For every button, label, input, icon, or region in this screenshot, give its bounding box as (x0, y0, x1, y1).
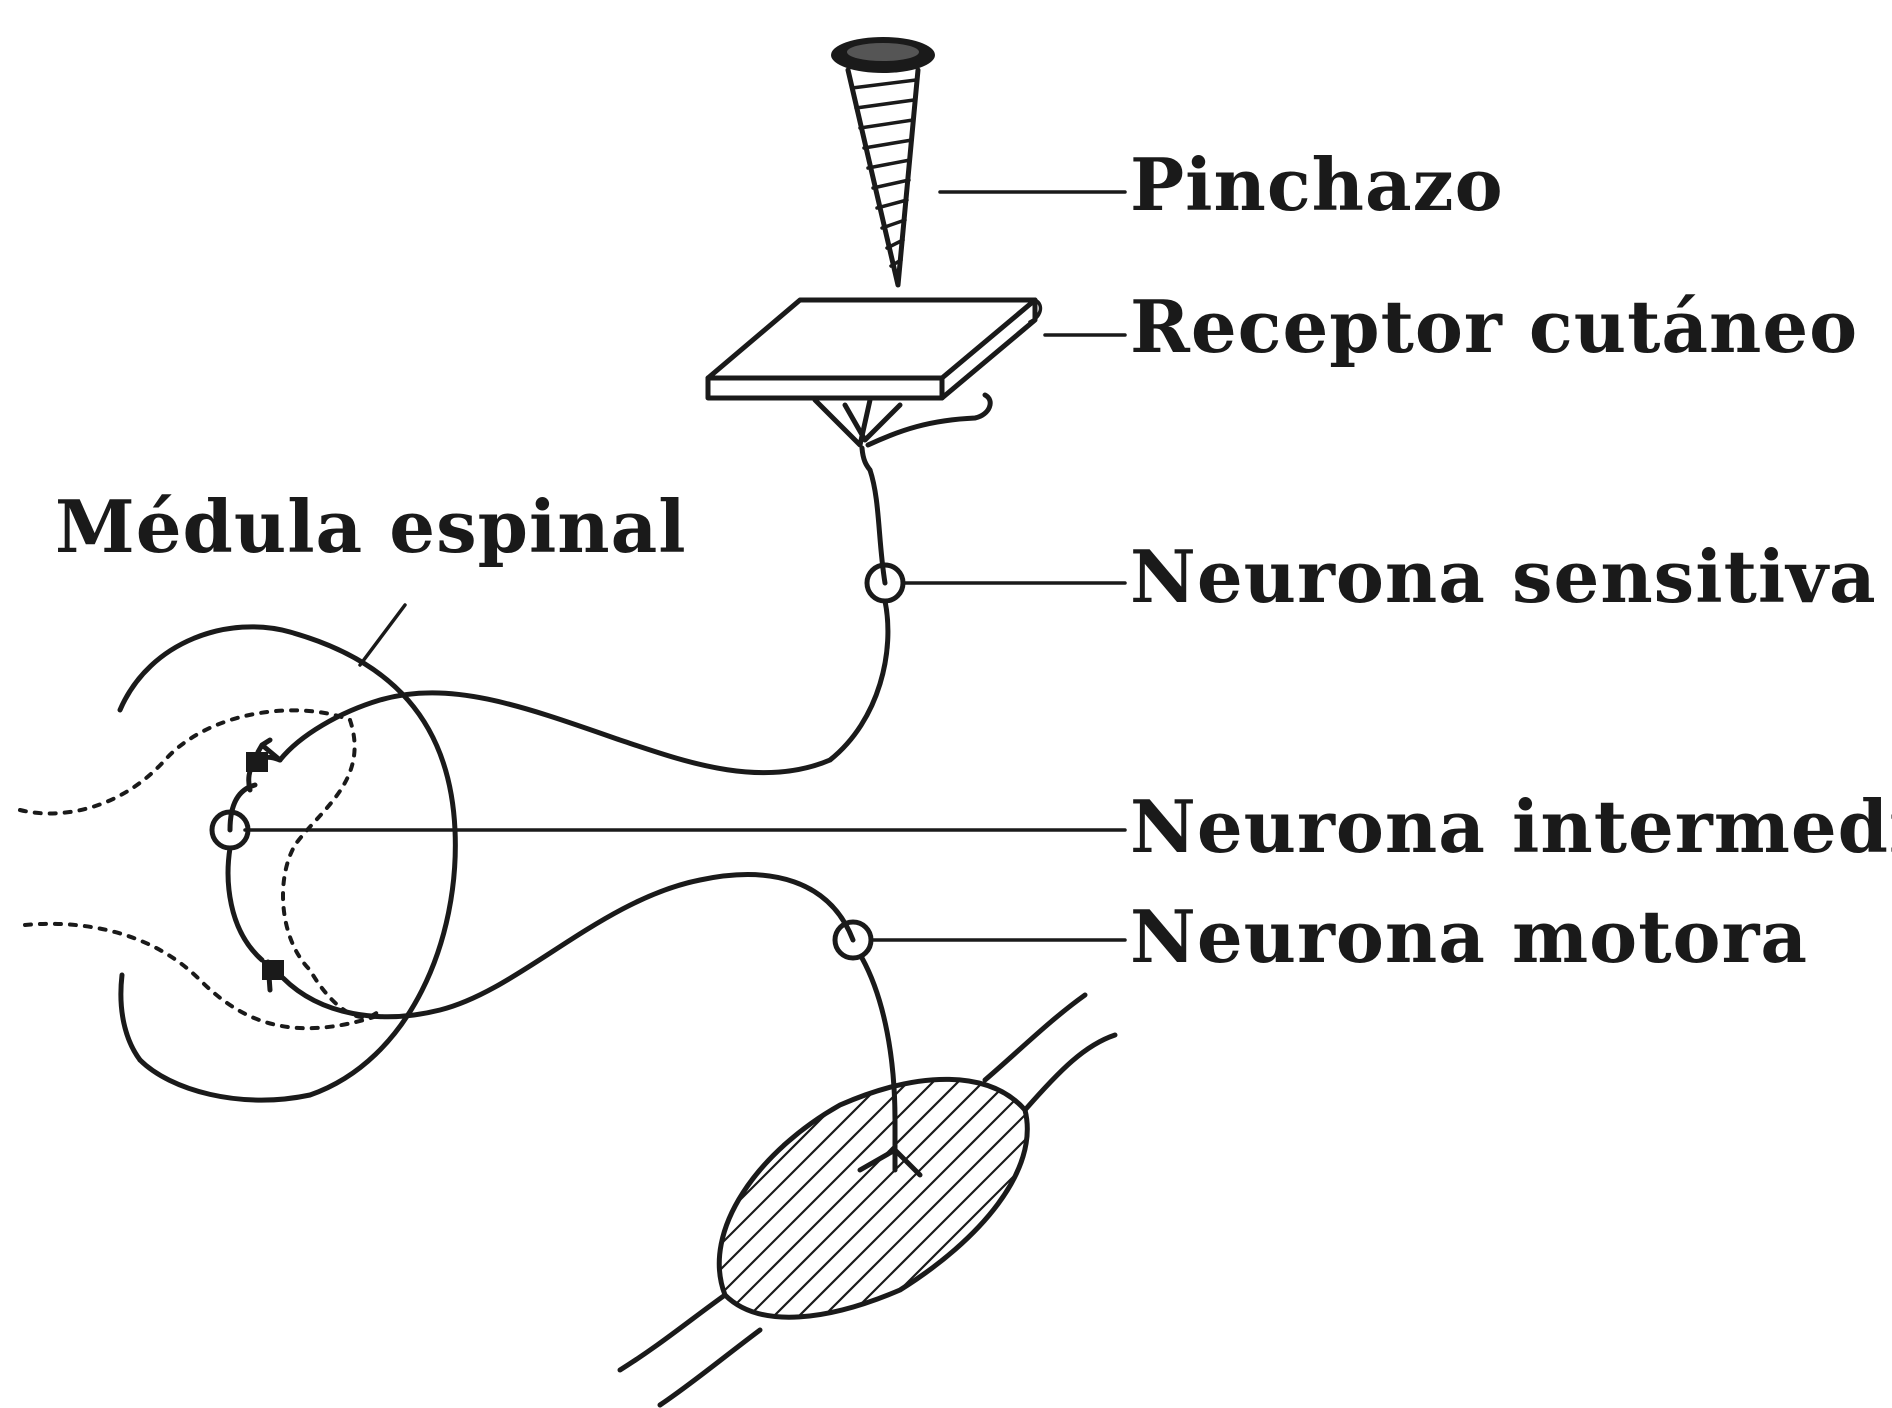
motor-neuron (283, 875, 920, 1175)
label-pinchazo: Pinchazo (1130, 142, 1504, 227)
label-medula-espinal: Médula espinal (55, 484, 687, 569)
interneuron (212, 785, 262, 960)
label-neurona-sensitiva: Neurona sensitiva (1130, 534, 1877, 619)
skin-receptor-icon (708, 300, 1040, 470)
label-neurona-motora: Neurona motora (1130, 894, 1808, 979)
label-neurona-intermedia: Neurona intermedia (1130, 784, 1892, 869)
muscle-icon (490, 880, 1125, 1408)
pin-icon (831, 37, 935, 285)
label-receptor-cutaneo: Receptor cutáneo (1130, 284, 1858, 369)
